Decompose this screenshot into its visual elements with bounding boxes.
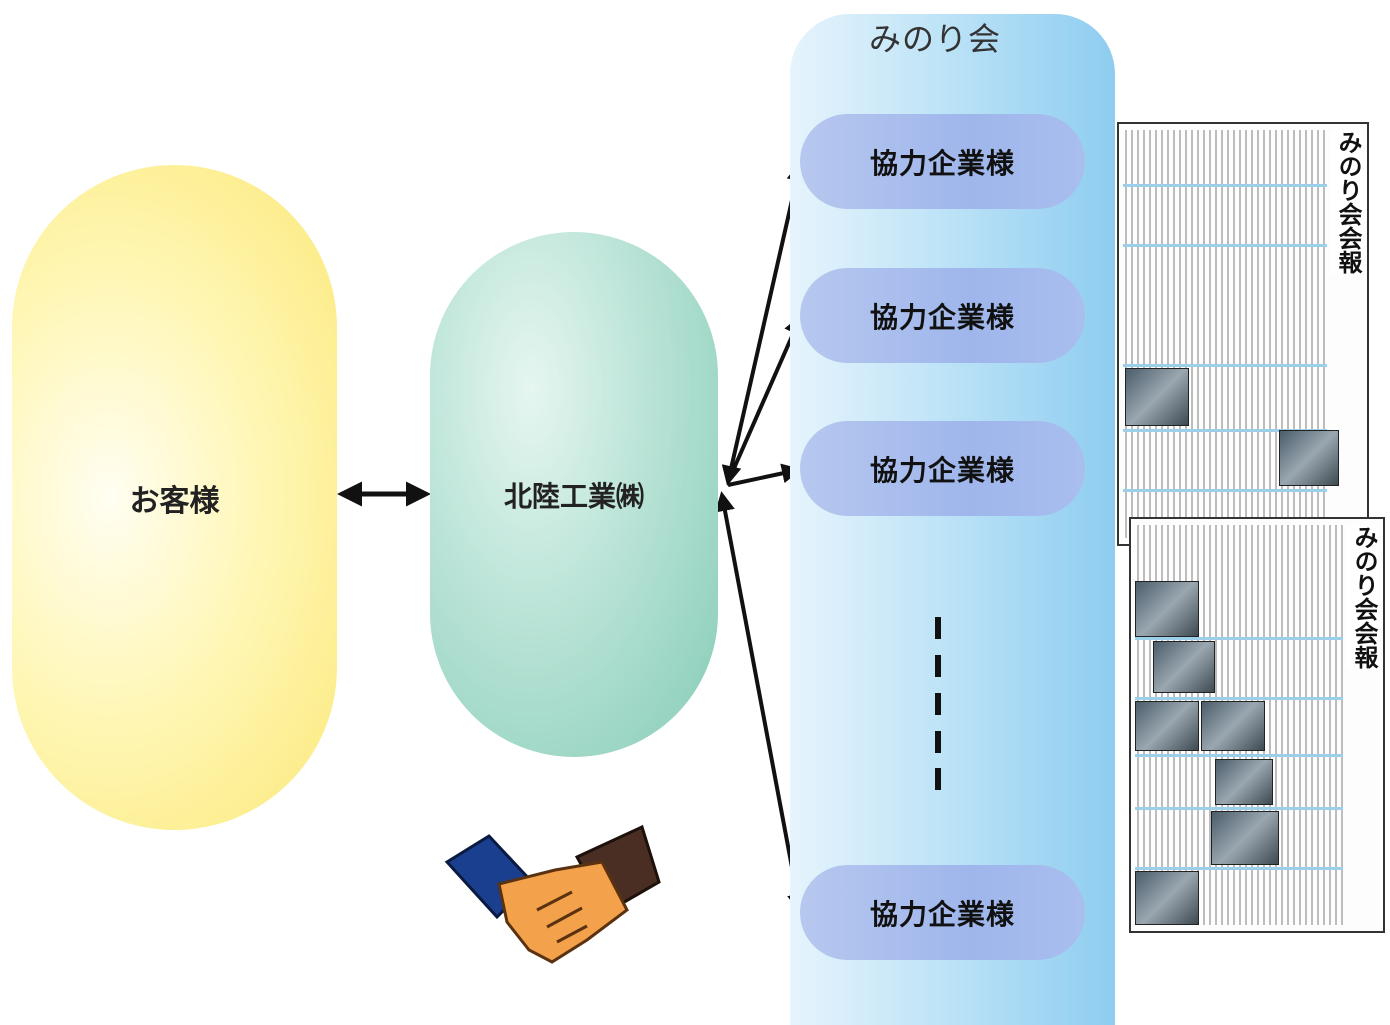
newsletter-photo: [1135, 581, 1199, 637]
ellipsis-dash: [935, 655, 941, 677]
newsletter-images: みのり会会報 みのり会会報: [1115, 122, 1385, 934]
company-partner-arrow-1: [721, 161, 807, 486]
newsletter-photo: [1279, 430, 1339, 486]
newsletter-photo: [1201, 701, 1265, 751]
handshake-icon: [444, 824, 661, 964]
ellipsis-dash: [935, 617, 941, 639]
customer-node: お客様: [12, 165, 337, 830]
newsletter-page: みのり会会報: [1117, 122, 1369, 546]
partner-label: 協力企業様: [869, 146, 1015, 180]
partner-label: 協力企業様: [869, 897, 1015, 931]
company-node: 北陸工業㈱: [430, 232, 718, 757]
newsletter-page: みのり会会報: [1129, 517, 1385, 933]
group-title: みのり会: [868, 20, 1001, 58]
newsletter-photo: [1135, 701, 1199, 751]
partner-label: 協力企業様: [869, 300, 1015, 334]
newsletter-title: みのり会会報: [1347, 525, 1379, 669]
newsletter-photo: [1211, 811, 1279, 865]
partner-node: 協力企業様: [800, 268, 1085, 363]
customer-label: お客様: [129, 483, 220, 519]
company-partner-arrow-4: [715, 491, 807, 914]
ellipsis-dash: [935, 731, 941, 753]
partner-node: 協力企業様: [800, 865, 1085, 960]
partner-node: 協力企業様: [800, 421, 1085, 516]
newsletter-photo: [1215, 759, 1273, 805]
newsletter-photo: [1135, 871, 1199, 925]
ellipsis-dash: [935, 768, 941, 790]
ellipsis-dash: [935, 693, 941, 715]
company-partner-arrow-3: [727, 463, 802, 487]
company-label: 北陸工業㈱: [503, 479, 644, 513]
newsletter-photo: [1125, 368, 1189, 426]
partner-label: 協力企業様: [869, 453, 1015, 487]
newsletter-title: みのり会会報: [1331, 130, 1363, 274]
partner-node: 協力企業様: [800, 114, 1085, 209]
newsletter-photo: [1153, 641, 1215, 693]
company-partner-arrow-2: [726, 314, 803, 483]
